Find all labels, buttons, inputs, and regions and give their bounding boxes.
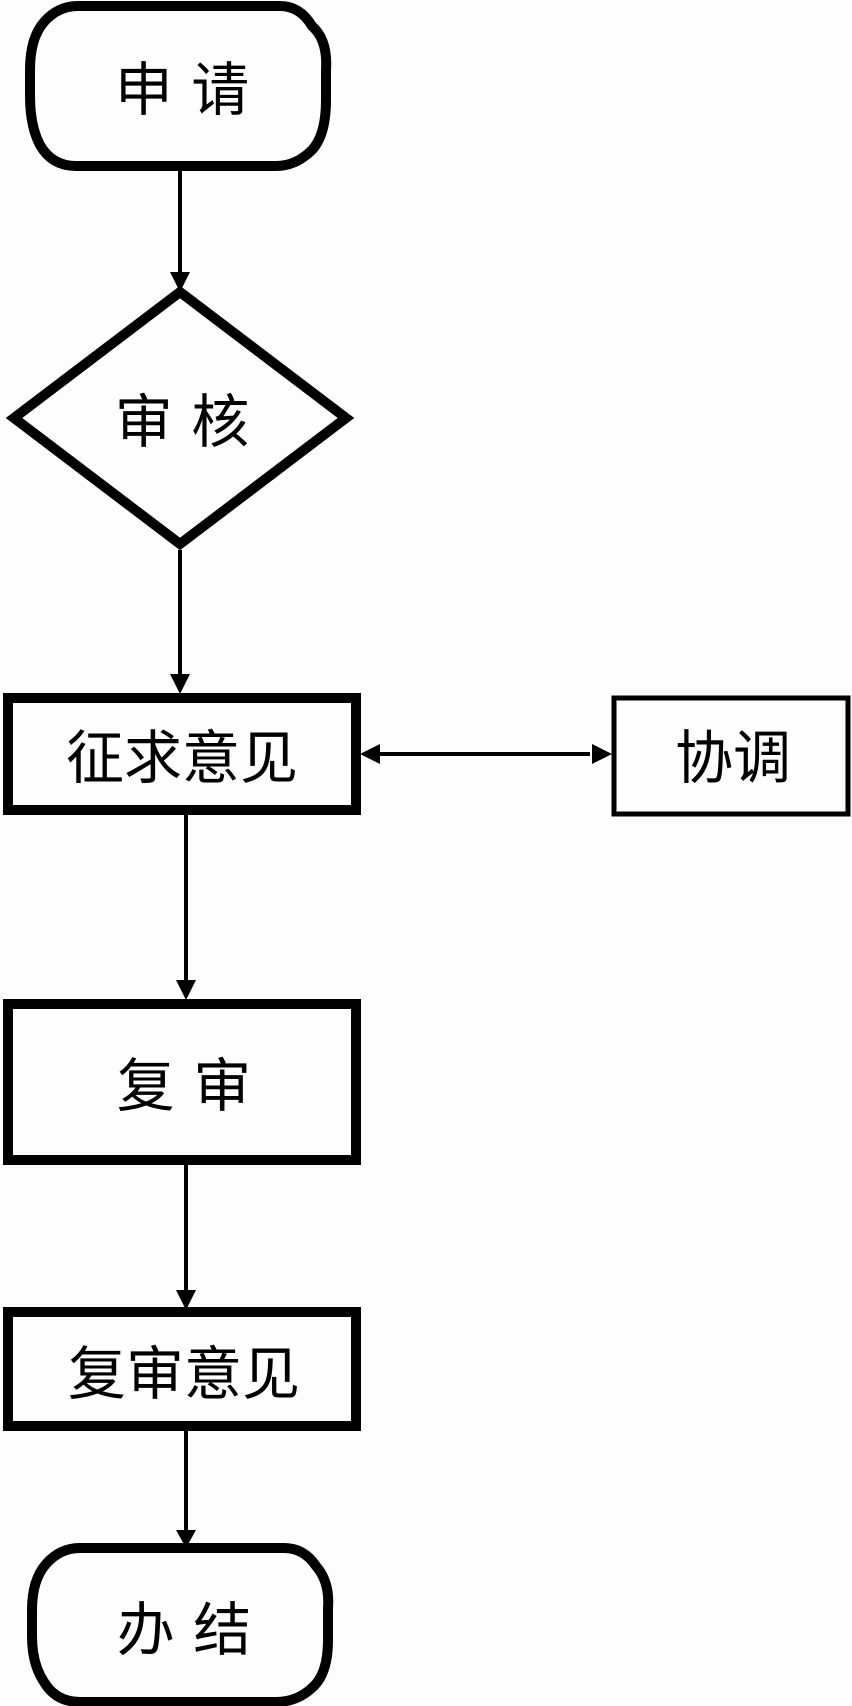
terminator-shape-complete — [27, 1543, 334, 1706]
node-review-label: 审 核 — [115, 388, 249, 456]
edge-consult-coordinate — [360, 744, 612, 764]
process-shape-coordinate — [611, 695, 851, 817]
process-shape-consult — [3, 693, 361, 815]
node-apply: 申 请 — [25, 1, 332, 171]
edge-recheck-to-opinion — [176, 1164, 196, 1310]
node-recheck: 复 审 — [3, 999, 361, 1165]
edge-opinion-to-complete — [176, 1430, 196, 1548]
node-recheck-opinion-label: 复审意见 — [68, 1340, 300, 1408]
edge-apply-to-review — [170, 168, 190, 292]
process-shape-recheck — [3, 999, 361, 1165]
node-complete: 办 结 — [27, 1543, 334, 1706]
node-recheck-opinion: 复审意见 — [3, 1307, 361, 1431]
node-coordinate-label: 协调 — [675, 724, 791, 792]
process-shape-recheck-opinion — [3, 1307, 361, 1431]
decision-shape-review — [5, 285, 355, 551]
edge-review-to-consult — [170, 550, 190, 694]
node-coordinate: 协调 — [611, 695, 851, 817]
node-review: 审 核 — [5, 285, 355, 551]
node-recheck-label: 复 审 — [117, 1052, 251, 1120]
edge-consult-to-recheck — [176, 812, 196, 1000]
node-apply-label: 申 请 — [115, 56, 249, 124]
node-consult-label: 征求意见 — [66, 724, 298, 792]
terminator-shape-apply — [25, 1, 332, 171]
node-complete-label: 办 结 — [117, 1596, 251, 1664]
node-consult: 征求意见 — [3, 693, 361, 815]
